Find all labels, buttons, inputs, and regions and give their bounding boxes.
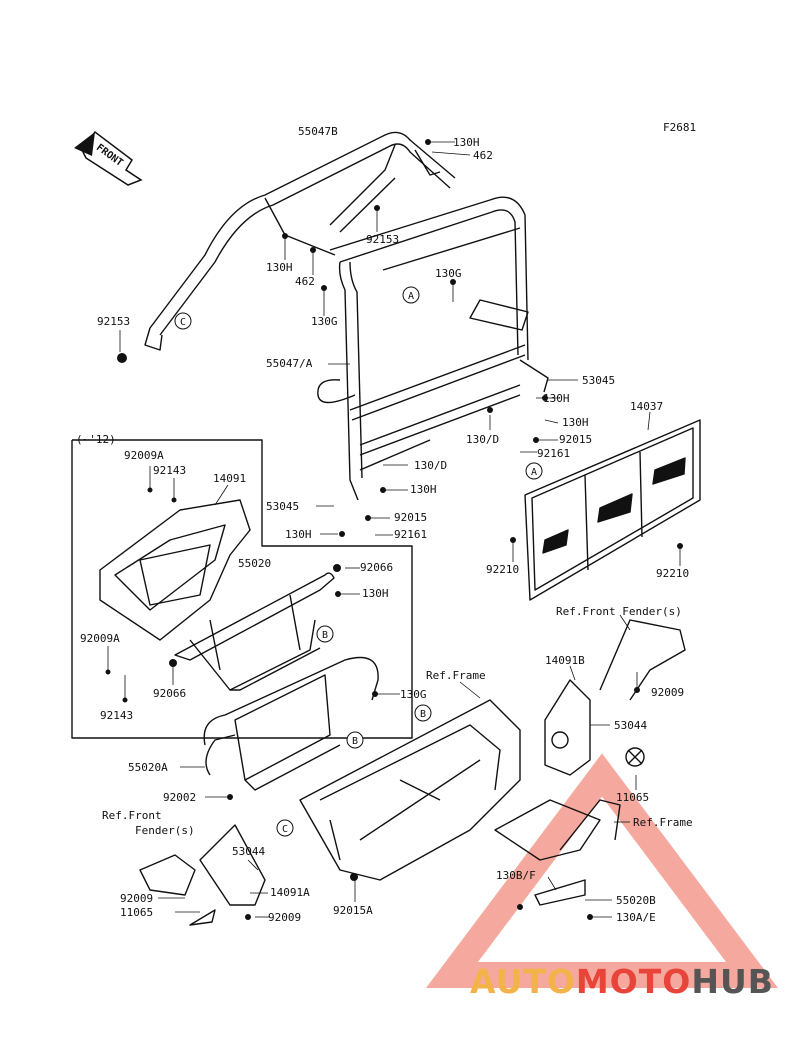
- svg-text:A: A: [408, 291, 414, 302]
- part-label: 92161: [537, 447, 571, 460]
- inset-box: [71, 439, 413, 739]
- part-label: 92210: [656, 567, 690, 580]
- svg-text:A: A: [531, 467, 537, 478]
- ref-label: Ref.Front: [102, 809, 162, 822]
- part-label: 130H: [362, 587, 389, 600]
- front-arrow-icon: [74, 130, 143, 186]
- svg-text:C: C: [282, 824, 288, 835]
- ref-label: Ref.Frame: [633, 816, 693, 829]
- part-label: 92009A: [124, 449, 164, 462]
- frame: [299, 699, 521, 881]
- ref-label: Ref.Front Fender(s): [556, 605, 682, 618]
- ref-label: Ref.Frame: [426, 669, 486, 682]
- svg-text:B: B: [420, 709, 426, 720]
- part-label: 130H: [266, 261, 293, 274]
- part-label: 14037: [630, 400, 664, 413]
- part-label: 130H: [453, 136, 480, 149]
- inset-guard-14091: [99, 499, 251, 641]
- part-label: 53044: [232, 845, 266, 858]
- front-bumper-55020a: [203, 656, 379, 791]
- svg-text:C: C: [180, 317, 186, 328]
- part-label: 130/D: [466, 433, 500, 446]
- callout-a-upper: A: [402, 286, 420, 304]
- part-label: 92143: [100, 709, 134, 722]
- part-label: 130G: [435, 267, 462, 280]
- callout-b-inset: B: [316, 625, 334, 643]
- front-fender-bracket: [599, 619, 686, 701]
- part-label: 462: [473, 149, 493, 162]
- part-label: 53045: [582, 374, 616, 387]
- part-label: 92009A: [80, 632, 120, 645]
- inset-note: (~'12): [76, 433, 116, 446]
- part-label: 92066: [153, 687, 187, 700]
- rear-screen-14037: [524, 419, 701, 601]
- part-label: 92015A: [333, 904, 373, 917]
- part-label: 92009: [651, 686, 685, 699]
- part-label: 55020: [238, 557, 272, 570]
- part-label: 92153: [366, 233, 400, 246]
- part-label: 53044: [614, 719, 648, 732]
- part-label: 92161: [394, 528, 428, 541]
- leader-lines: [107, 141, 681, 918]
- part-label: 92009: [120, 892, 154, 905]
- ref-label: Fender(s): [135, 824, 195, 837]
- part-label: 130B/F: [496, 869, 536, 882]
- part-label: 92015: [559, 433, 593, 446]
- part-label: 92143: [153, 464, 187, 477]
- part-label: 55020A: [128, 761, 168, 774]
- roll-bar-55047b: [144, 131, 456, 351]
- part-label: 11065: [616, 791, 650, 804]
- watermark-triangle: [426, 753, 778, 988]
- svg-text:B: B: [322, 630, 328, 641]
- part-label: 53045: [266, 500, 300, 513]
- part-label: 55020B: [616, 894, 656, 907]
- part-label: 130H: [543, 392, 570, 405]
- fasteners: [105, 139, 683, 920]
- side-panel-14091b: [544, 679, 591, 776]
- watermark-text-hub: HUB: [691, 962, 774, 1001]
- callout-b-bumper: B: [346, 731, 364, 749]
- part-label: 14091: [213, 472, 247, 485]
- part-label: 130/D: [414, 459, 448, 472]
- part-label: 92015: [394, 511, 428, 524]
- part-label: 130H: [562, 416, 589, 429]
- part-label: 92153: [97, 315, 131, 328]
- part-label: 130A/E: [616, 911, 656, 924]
- part-label: 55047B: [298, 125, 338, 138]
- watermark-logo: AUTOMOTOHUB: [470, 962, 774, 1001]
- figure-id: F2681: [663, 121, 697, 134]
- part-label: 14091A: [270, 886, 310, 899]
- inset-bumper-55020: [174, 572, 335, 691]
- part-label: 130H: [410, 483, 437, 496]
- lower-guard-14091a: [139, 824, 266, 926]
- svg-text:B: B: [352, 736, 358, 747]
- part-label: 11065: [120, 906, 154, 919]
- callout-b-frame: B: [414, 704, 432, 722]
- part-label: 92066: [360, 561, 394, 574]
- skid-plate-55020b: [494, 799, 621, 906]
- part-label: 14091B: [545, 654, 585, 667]
- callout-a-screen: A: [525, 462, 543, 480]
- part-label: 92002: [163, 791, 197, 804]
- callout-c-upper: C: [174, 312, 192, 330]
- part-label: 55047/A: [266, 357, 313, 370]
- watermark-text-moto: MOTO: [575, 962, 692, 1001]
- part-label: 130H: [285, 528, 312, 541]
- part-label: 130G: [400, 688, 427, 701]
- part-label: 130G: [311, 315, 338, 328]
- part-label: 92009: [268, 911, 302, 924]
- watermark-text-auto: AUTO: [470, 962, 576, 1001]
- reflector-11065: [625, 747, 645, 767]
- part-label: 92210: [486, 563, 520, 576]
- part-label: 462: [295, 275, 315, 288]
- callout-c-lower: C: [276, 819, 294, 837]
- roll-cage-55047a: [317, 196, 549, 501]
